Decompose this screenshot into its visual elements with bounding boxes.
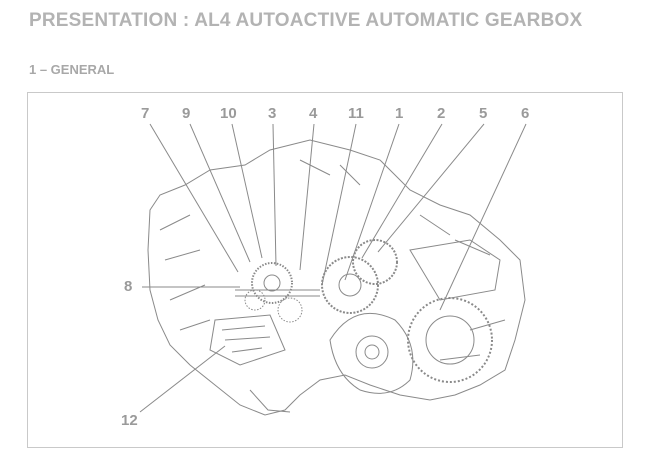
figure-frame [27, 92, 623, 448]
crown-wheel [407, 297, 493, 383]
output-flange [409, 239, 501, 301]
callout-7: 7 [141, 105, 150, 122]
callout-11: 11 [348, 105, 364, 122]
callout-2: 2 [437, 105, 446, 122]
callout-1: 1 [395, 105, 404, 122]
hydraulic-details [221, 325, 271, 353]
leader-line-9 [189, 123, 251, 263]
leader-line-6 [439, 123, 527, 311]
callout-9: 9 [182, 105, 191, 122]
callout-3: 3 [268, 105, 277, 122]
section-heading: 1 – GENERAL [29, 62, 115, 77]
leader-line-4 [299, 123, 315, 271]
center-bore-inner [364, 344, 380, 360]
leader-line-11 [321, 123, 357, 286]
leader-line-10 [231, 123, 263, 259]
epicyclic-sun [263, 274, 281, 292]
input-shaft [235, 289, 320, 297]
callout-8: 8 [124, 278, 133, 295]
callout-6: 6 [521, 105, 530, 122]
planet-gear [244, 289, 266, 311]
leader-line-7 [149, 123, 239, 273]
crown-wheel-hub [425, 315, 475, 365]
bell-housing [329, 312, 414, 394]
planet-gear [277, 297, 303, 323]
leader-line-1 [344, 123, 400, 281]
gear-pair-a-hub [338, 273, 362, 297]
callout-4: 4 [309, 105, 318, 122]
leader-line-12 [139, 345, 226, 413]
callout-5: 5 [479, 105, 488, 122]
center-bore [355, 335, 389, 369]
epicyclic-ring [251, 262, 293, 304]
leader-line-2 [361, 123, 443, 259]
leader-line-5 [377, 123, 485, 253]
sensor-lead [249, 389, 291, 413]
gearbox-housing [147, 139, 526, 416]
hydraulic-block [209, 314, 286, 366]
leader-line-3 [272, 123, 277, 267]
gear-pair-b [352, 239, 398, 285]
callout-10: 10 [220, 105, 237, 122]
page-title: PRESENTATION : AL4 AUTOACTIVE AUTOMATIC … [29, 10, 583, 31]
housing-ribs [159, 159, 506, 361]
callout-12: 12 [121, 412, 138, 429]
